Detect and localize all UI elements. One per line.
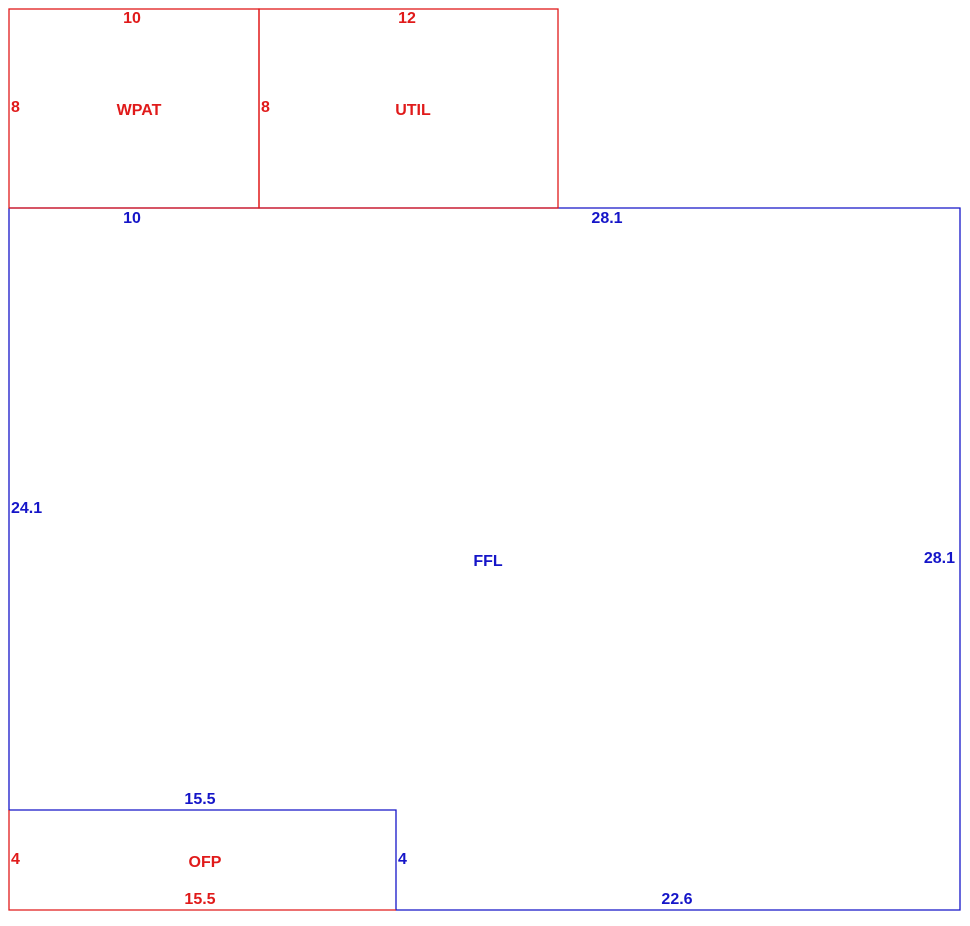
ffl-top-right-dimension: 28.1 [591, 210, 622, 227]
wpat-top-dimension: 10 [123, 10, 141, 27]
wpat-area-label: WPAT [117, 102, 162, 119]
ffl-area-label: FFL [473, 553, 503, 570]
ofp-area-label: OFP [189, 854, 222, 871]
ffl-notch-side-dimension: 4 [398, 851, 407, 868]
ffl-top-left-dimension: 10 [123, 210, 141, 227]
util-left-dimension: 8 [261, 99, 270, 116]
util-area-label: UTIL [395, 102, 431, 119]
ofp-bottom-dimension: 15.5 [184, 891, 215, 908]
ffl-bottom-dimension: 22.6 [661, 891, 692, 908]
ofp-outline [8, 810, 396, 911]
util-top-dimension: 12 [398, 10, 416, 27]
ffl-notch-top-dimension: 15.5 [184, 791, 215, 808]
ffl-right-dimension: 28.1 [924, 550, 955, 567]
ffl-left-dimension: 24.1 [11, 500, 42, 517]
ofp-left-dimension: 4 [11, 851, 20, 868]
wpat-left-dimension: 8 [11, 99, 20, 116]
util-outline [258, 8, 559, 209]
